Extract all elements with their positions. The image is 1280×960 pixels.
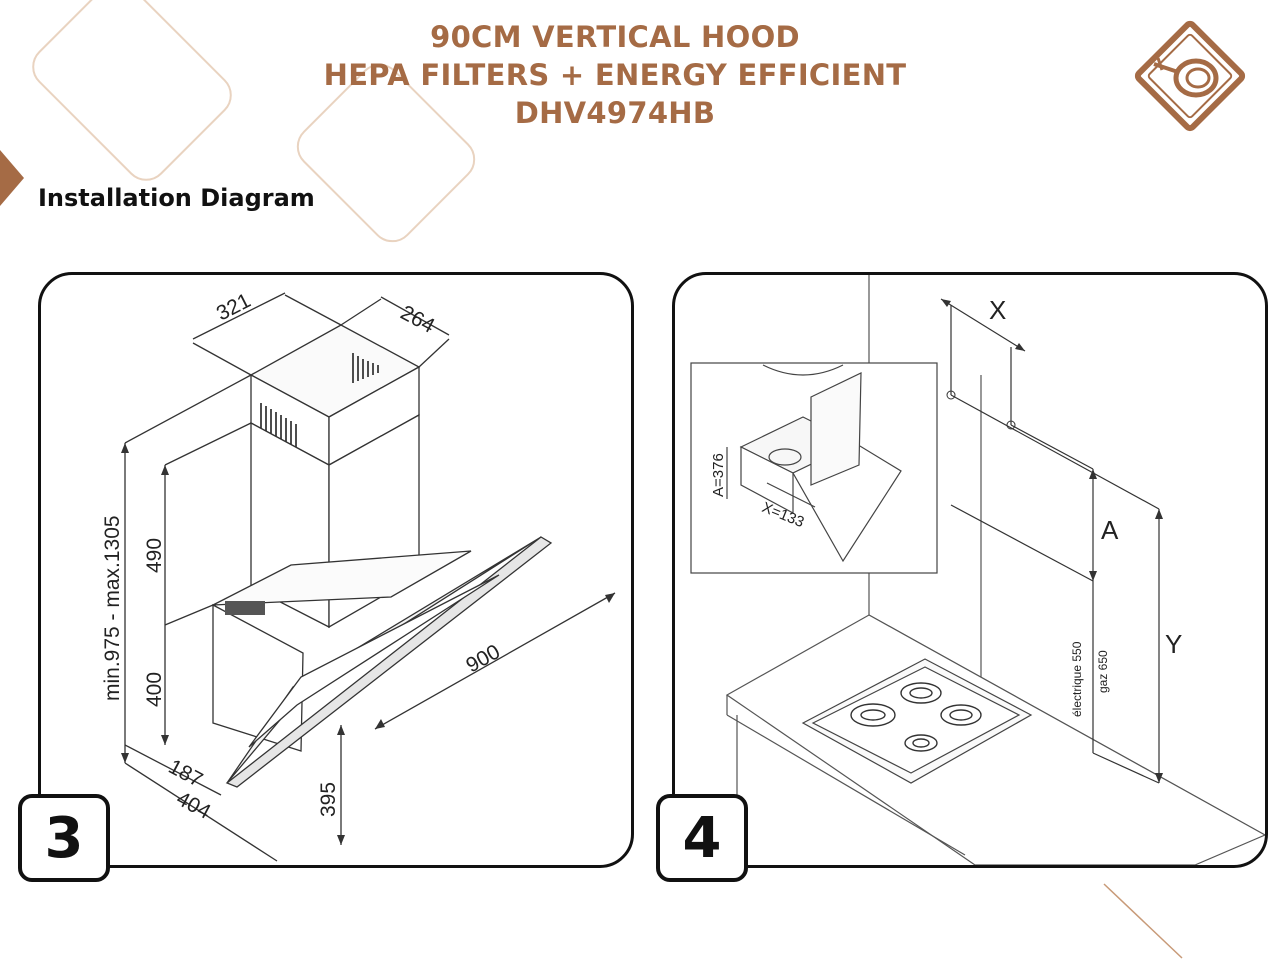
title-line-1: 90CM VERTICAL HOOD	[430, 20, 800, 54]
dim-glass-height: 395	[317, 782, 340, 817]
dim-chimney-height: 490	[143, 538, 166, 573]
panel-step-3: 321 264 min.975 - max.1305 490 400 187 4…	[38, 272, 634, 868]
hood-dimension-drawing: 321 264 min.975 - max.1305 490 400 187 4…	[101, 289, 616, 862]
horn-in-diamond-icon	[1134, 20, 1246, 132]
dim-hood-width: 900	[462, 640, 504, 677]
step-3-badge: 3	[18, 794, 110, 882]
dim-overall-depth: 404	[173, 787, 215, 824]
left-accent-tab	[0, 150, 24, 206]
dim-chimney-width: 321	[213, 289, 255, 325]
title-line-3: DHV4974HB	[514, 96, 716, 130]
dim-body-height: 400	[143, 672, 166, 707]
installation-diagram-heading: Installation Diagram	[38, 184, 315, 212]
panel-step-4: X A Y électrique 550 gaz 650 A=376 X=133	[672, 272, 1268, 868]
dim-chimney-depth: 264	[397, 301, 439, 338]
dim-bottom-depth: 187	[165, 755, 207, 792]
step-4-badge: 4	[656, 794, 748, 882]
title-line-2: HEPA FILTERS + ENERGY EFFICIENT	[323, 58, 907, 92]
dim-total-height: min.975 - max.1305	[101, 515, 124, 701]
label-x: X	[989, 295, 1006, 325]
label-y: Y	[1165, 629, 1182, 659]
label-a: A	[1101, 515, 1119, 545]
label-electric: électrique 550	[1070, 641, 1084, 717]
label-gas: gaz 650	[1096, 650, 1110, 693]
inset-a-label: A=376	[710, 453, 727, 497]
decorative-corner-line	[1103, 883, 1183, 959]
decorative-diamond-left	[23, 0, 241, 190]
installation-room-drawing: X A Y électrique 550 gaz 650 A=376 X=133	[690, 275, 1265, 865]
product-title: 90CM VERTICAL HOOD HEPA FILTERS + ENERGY…	[300, 18, 930, 132]
